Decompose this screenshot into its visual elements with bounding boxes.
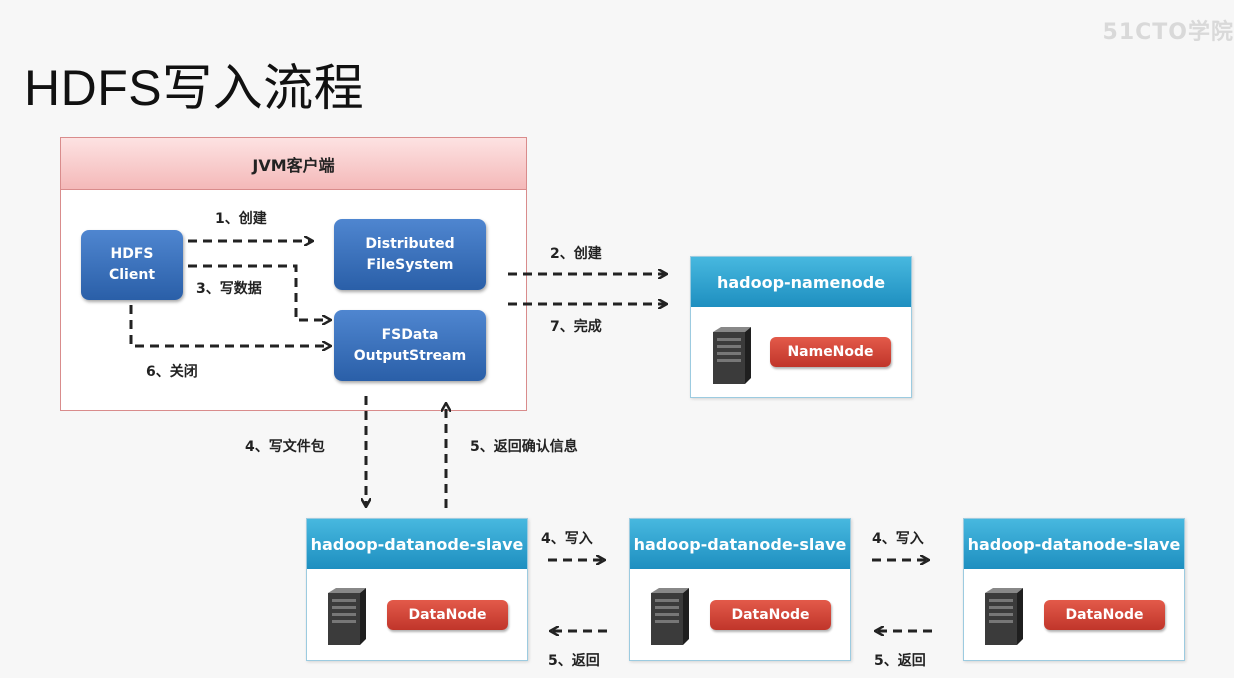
- label-step-4-packet: 4、写文件包: [245, 439, 325, 455]
- datanode-header-1: hadoop-datanode-slave: [307, 519, 527, 569]
- hdfs-client-line1: HDFS: [110, 246, 154, 262]
- datanode-badge-3: DataNode: [1044, 600, 1165, 630]
- label-step-5-ack: 5、返回确认信息: [470, 439, 578, 455]
- watermark: 51CTO学院: [1102, 20, 1234, 45]
- label-step-6: 6、关闭: [146, 364, 198, 380]
- datanode-header-2: hadoop-datanode-slave: [630, 519, 850, 569]
- label-step-2: 2、创建: [550, 246, 602, 262]
- server-icon: [651, 588, 689, 645]
- label-step-4-write-a: 4、写入: [541, 531, 593, 547]
- distributed-fs-line2: FileSystem: [366, 256, 454, 273]
- jvm-client-header: JVM客户端: [61, 138, 526, 190]
- page-title: HDFS写入流程: [24, 60, 365, 116]
- arrow-3-write-data: [188, 264, 330, 320]
- label-step-1: 1、创建: [215, 211, 267, 227]
- hdfs-client-node[interactable]: HDFS Client: [81, 230, 183, 300]
- label-step-5-return-a: 5、返回: [548, 653, 600, 669]
- distributed-fs-line1: Distributed: [365, 235, 455, 252]
- namenode-badge: NameNode: [770, 337, 891, 367]
- datanode-badge-1: DataNode: [387, 600, 508, 630]
- fsdata-line1: FSData: [381, 326, 439, 343]
- server-icon: [985, 588, 1023, 645]
- label-step-3: 3、写数据: [196, 281, 262, 297]
- arrow-6-close: [129, 305, 330, 346]
- server-icon: [713, 327, 751, 384]
- namenode-header: hadoop-namenode: [691, 257, 911, 307]
- datanode-badge-2: DataNode: [710, 600, 831, 630]
- fsdata-line2: OutputStream: [353, 347, 467, 364]
- label-step-5-return-b: 5、返回: [874, 653, 926, 669]
- server-icon: [328, 588, 366, 645]
- label-step-4-write-b: 4、写入: [872, 531, 924, 547]
- label-step-7: 7、完成: [550, 319, 602, 335]
- hdfs-client-line2: Client: [108, 267, 156, 283]
- datanode-header-3: hadoop-datanode-slave: [964, 519, 1184, 569]
